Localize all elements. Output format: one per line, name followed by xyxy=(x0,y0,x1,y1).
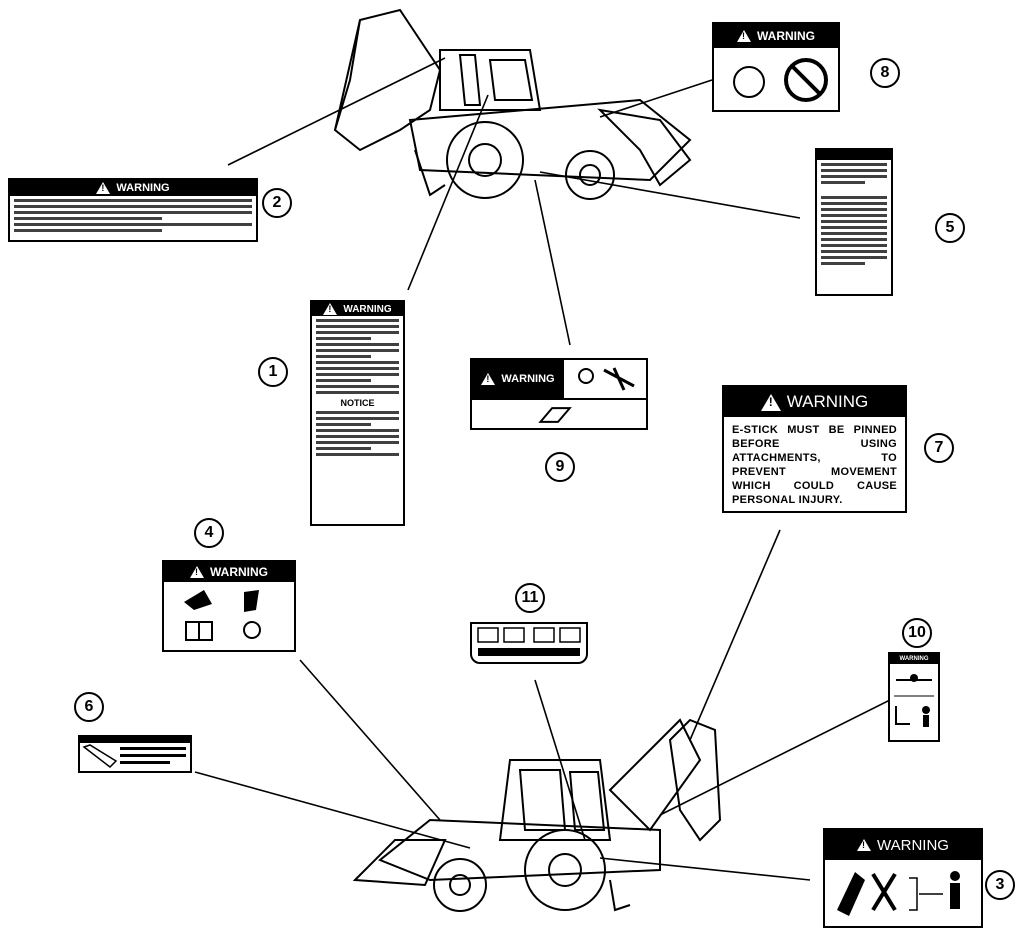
alert-triangle-icon xyxy=(481,373,496,385)
callout-2: 2 xyxy=(262,188,292,218)
callout-1: 1 xyxy=(258,357,288,387)
decal-8-warning-label: WARNING xyxy=(712,22,840,112)
alert-triangle-icon xyxy=(857,839,872,851)
crush-hazard-pictogram-icon xyxy=(578,367,635,391)
decal-9-warning-label: WARNING xyxy=(470,358,648,430)
decal-4-header: WARNING xyxy=(210,565,268,579)
decal-1-warning-notice-label: WARNING NOTICE xyxy=(310,300,405,526)
decal-2-warning-label: WARNING xyxy=(8,178,258,242)
hazard-pictogram-icon xyxy=(82,744,186,768)
decal-11-pictogram-label xyxy=(470,622,588,664)
decal-1-header: WARNING xyxy=(343,303,392,315)
callout-7: 7 xyxy=(924,433,954,463)
decal-10-warning-label: WARNING xyxy=(888,652,940,742)
backhoe-loader-top-view xyxy=(333,8,692,200)
callout-11: 11 xyxy=(515,583,545,613)
decal-5-warning-label xyxy=(815,148,893,296)
backhoe-loader-bottom-view xyxy=(352,718,722,912)
decal-10-header: WARNING xyxy=(899,656,929,662)
no-flame-pictogram-icon xyxy=(733,58,828,102)
callout-9: 9 xyxy=(545,452,575,482)
decal-8-header: WARNING xyxy=(757,29,815,43)
callout-5: 5 xyxy=(935,213,965,243)
stay-clear-pictogram-icon xyxy=(894,674,934,727)
callout-3: 3 xyxy=(985,870,1015,900)
decal-1-notice: NOTICE xyxy=(340,398,375,408)
decal-2-header: WARNING xyxy=(116,182,170,194)
decal-3-warning-label: WARNING xyxy=(823,828,983,928)
callout-8: 8 xyxy=(870,58,900,88)
alert-triangle-icon xyxy=(96,182,111,194)
operator-manual-pictogram-icon xyxy=(538,407,572,423)
alert-triangle-icon xyxy=(737,30,751,42)
crush-zone-pictogram-icon xyxy=(837,871,960,916)
decal-7-warning-label: WARNING E-STICK MUST BE PINNED BEFORE US… xyxy=(722,385,907,513)
decal-7-header: WARNING xyxy=(786,392,869,411)
decal-3-header: WARNING xyxy=(877,836,949,854)
decal-7-text: E-STICK MUST BE PINNED BEFORE USING ATTA… xyxy=(732,424,897,506)
decal-4-warning-label: WARNING xyxy=(162,560,296,652)
control-pattern-pictograms-icon xyxy=(477,627,581,656)
callout-4: 4 xyxy=(194,518,224,548)
leader-lines xyxy=(194,57,891,881)
callout-10: 10 xyxy=(902,618,932,648)
safety-pictograms-icon xyxy=(184,590,261,641)
alert-triangle-icon xyxy=(760,393,781,411)
decal-6-caution-label xyxy=(78,735,192,773)
alert-triangle-icon xyxy=(190,566,204,578)
alert-triangle-icon xyxy=(323,303,338,315)
decal-9-header: WARNING xyxy=(501,373,555,385)
callout-6: 6 xyxy=(74,692,104,722)
